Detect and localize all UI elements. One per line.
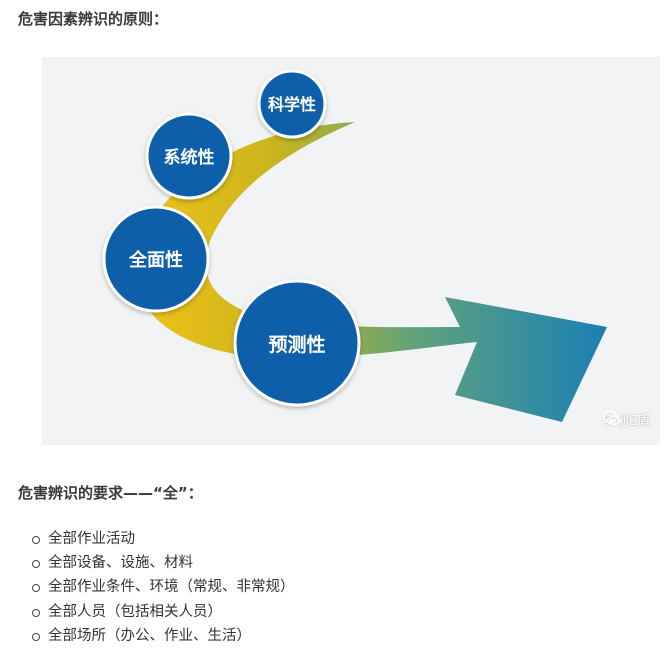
bullet-icon	[32, 608, 40, 617]
circle-predict-label: 预测性	[268, 333, 325, 356]
bullet-icon	[32, 632, 40, 641]
circle-complete	[102, 205, 210, 313]
list-item-text: 全部作业活动	[48, 531, 135, 547]
circle-system	[145, 112, 233, 200]
requirements-heading: 危害辨识的要求——“全”：	[18, 484, 203, 502]
wechat-icon	[602, 410, 621, 426]
list-item: 全部人员（包括相关人员）	[32, 600, 295, 624]
principles-heading: 危害因素辨识的原则：	[18, 10, 169, 28]
watermark-text: 安创E盾	[602, 414, 650, 429]
circle-predict	[233, 279, 361, 407]
list-item-text: 全部人员（包括相关人员）	[48, 603, 222, 620]
list-item: 全部作业活动	[32, 527, 295, 551]
requirements-list: 全部作业活动 全部设备、设施、材料 全部作业条件、环境（常规、非常规） 全部人员…	[32, 527, 295, 648]
list-item-text: 全部场所（办公、作业、生活）	[48, 627, 251, 644]
circle-science	[257, 69, 327, 139]
list-item-text: 全部设备、设施、材料	[48, 555, 193, 572]
list-item-text: 全部作业条件、环境（常规、非常规）	[48, 579, 295, 596]
curved-arrow-diagram: 科学性 系统性 全面性 预测性	[102, 69, 607, 422]
bullet-icon	[32, 536, 40, 544]
list-item: 全部作业条件、环境（常规、非常规）	[32, 575, 295, 599]
bullet-icon	[32, 560, 40, 569]
circle-science-label: 科学性	[268, 95, 316, 114]
list-item: 全部设备、设施、材料	[32, 551, 295, 575]
circle-system-label: 系统性	[164, 147, 215, 168]
circle-complete-label: 全面性	[128, 249, 183, 271]
watermark: 安创E盾	[602, 410, 650, 429]
bullet-icon	[32, 584, 40, 593]
principles-diagram: 科学性 系统性 全面性 预测性 安创E盾	[42, 57, 660, 445]
list-item: 全部场所（办公、作业、生活）	[32, 624, 295, 648]
